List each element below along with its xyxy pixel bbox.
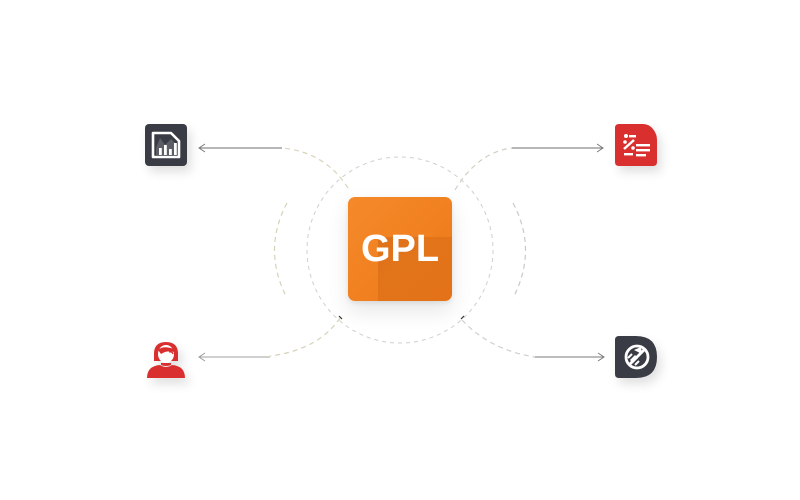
node-percent-document[interactable] xyxy=(615,124,657,166)
arrowhead-bottom-right xyxy=(597,352,605,362)
left-dashed-arc xyxy=(274,202,288,299)
center-dashed-ring xyxy=(306,156,494,344)
tick-mark-right xyxy=(460,315,465,320)
arrowhead-bottom-left xyxy=(198,352,206,362)
user-icon xyxy=(147,342,185,378)
percent-list-document-icon xyxy=(615,124,657,166)
tile-long-shadow xyxy=(378,237,452,301)
arrowhead-top-right xyxy=(596,143,604,153)
no-rocket-icon xyxy=(615,336,657,378)
node-restriction[interactable] xyxy=(615,336,657,378)
right-dashed-arc xyxy=(512,202,526,299)
edge-bottom-left-arc xyxy=(269,317,341,357)
tick-mark-left xyxy=(338,315,343,320)
arrowhead-top-left xyxy=(198,143,206,153)
gpl-label: GPL xyxy=(360,228,440,270)
edge-top-left-arc xyxy=(281,147,349,189)
node-document-chart[interactable] xyxy=(145,124,187,166)
gpl-license-tile[interactable]: GPL xyxy=(348,197,452,301)
edge-bottom-right-arc xyxy=(461,319,536,358)
document-chart-icon xyxy=(145,124,187,166)
edge-top-right-arc xyxy=(454,147,513,191)
node-user[interactable] xyxy=(145,336,187,378)
